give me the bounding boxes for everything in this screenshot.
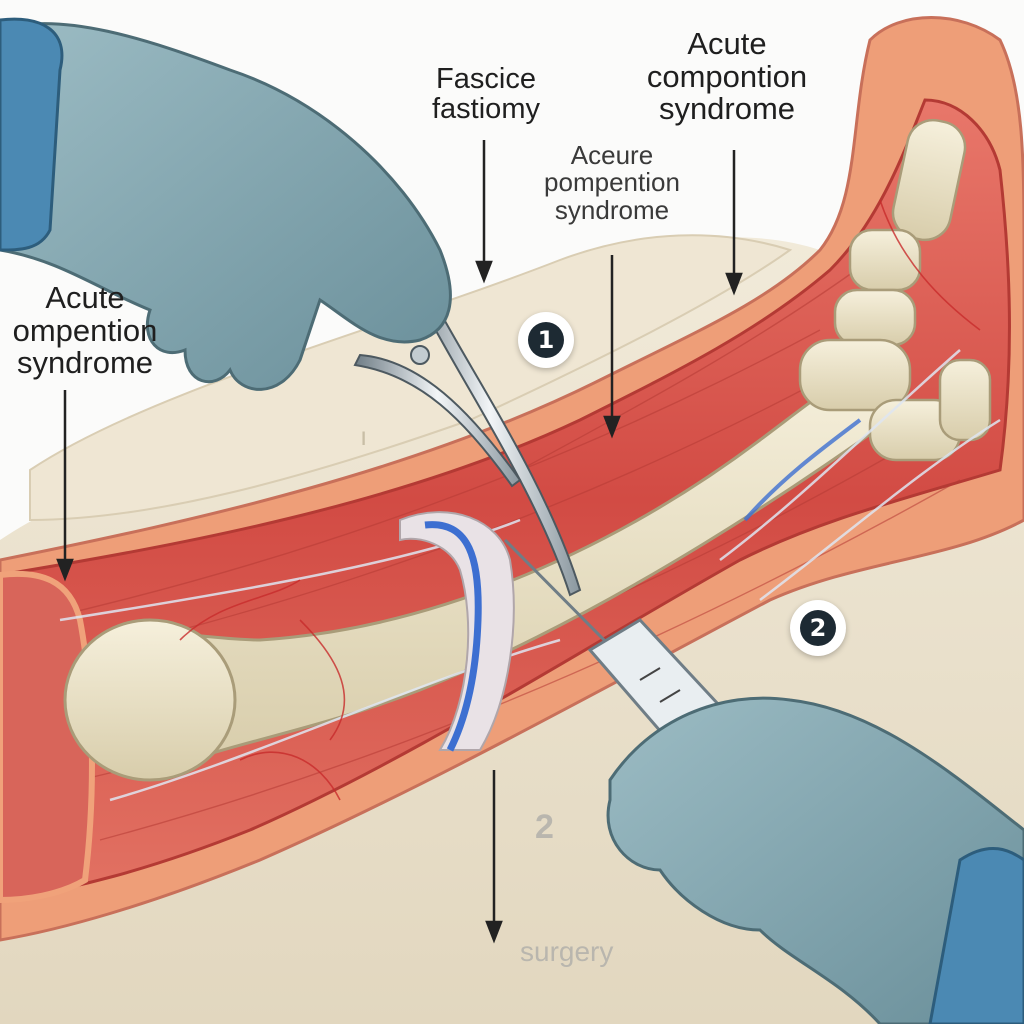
upper-gloved-hand xyxy=(0,17,452,391)
label-faint-number: 2 xyxy=(535,808,554,846)
label-middle: Aceure pompention syndrome xyxy=(512,140,712,225)
fascia-band xyxy=(399,511,515,751)
label-top-right-line1: Acute xyxy=(687,26,767,61)
label-top-right-line3: syndrome xyxy=(658,91,796,127)
label-middle-line1: Aceure xyxy=(570,140,654,170)
pointer-arrows xyxy=(56,140,743,944)
svg-text:ı: ı xyxy=(360,421,367,451)
label-left-line3: syndrome xyxy=(16,345,154,381)
foot-bones xyxy=(798,118,992,462)
label-middle-line3: syndrome xyxy=(554,194,670,225)
label-left-line2: ompention xyxy=(12,312,158,348)
label-left: Acute ompention syndrome xyxy=(0,280,170,381)
step-badge-2-number: 2 xyxy=(800,610,836,646)
label-left-line1: Acute xyxy=(45,280,125,315)
label-fasciotomy-line2: fastiomy xyxy=(432,93,540,126)
label-fasciotomy-line1: Fascice xyxy=(436,63,536,95)
label-top-right-line2: compontion xyxy=(646,58,808,94)
step-badge-2: 2 xyxy=(790,600,846,656)
blue-vein xyxy=(424,521,482,752)
label-fasciotomy: Fascice fastiomy xyxy=(406,64,566,125)
step-badge-1: 1 xyxy=(518,312,574,368)
label-top-right: Acute compontion syndrome xyxy=(622,26,832,127)
label-middle-line2: pompention xyxy=(544,167,680,198)
label-surgery: surgery xyxy=(520,936,614,967)
step-badge-1-number: 1 xyxy=(528,322,564,358)
lower-gloved-hand xyxy=(606,696,1024,1024)
surgical-forceps xyxy=(353,248,582,597)
knee-joint xyxy=(63,618,237,782)
